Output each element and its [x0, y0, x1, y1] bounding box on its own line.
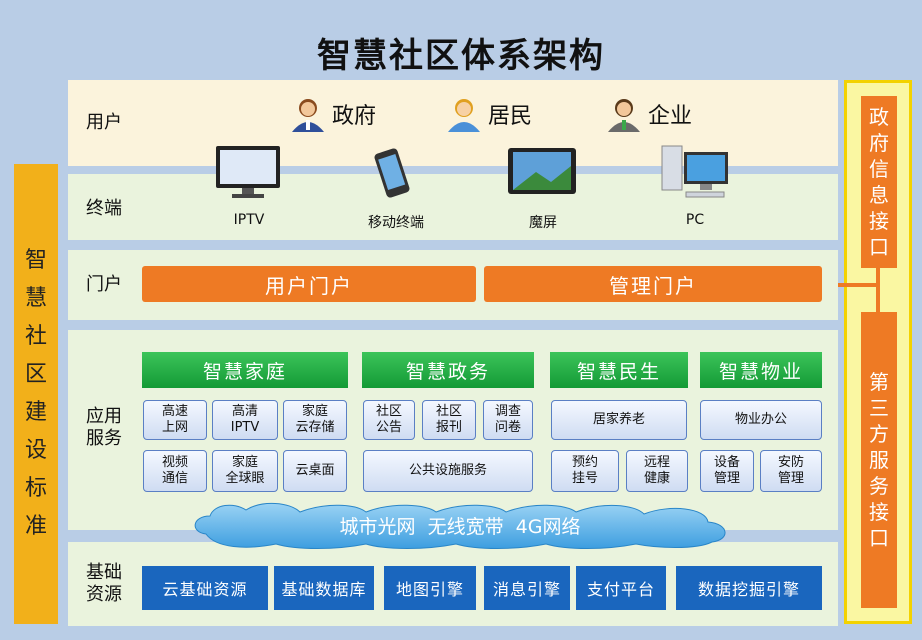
standard-char: 智 [24, 248, 47, 273]
row-label-portal: 门户 [86, 274, 122, 295]
person-icon [608, 99, 640, 132]
base-resource-box[interactable]: 基础数据库 [274, 566, 374, 610]
row-label-terminal: 终端 [86, 198, 122, 219]
person-icon [292, 99, 324, 132]
row-label-base: 基础 资源 [86, 562, 122, 605]
terminal-label: 移动终端 [368, 215, 424, 231]
service-box[interactable]: 家庭 全球眼 [212, 450, 278, 492]
terminal-label: PC [685, 212, 705, 228]
user-portal-button[interactable]: 用户门户 [142, 266, 476, 302]
category-smart-property: 智慧物业 [700, 352, 822, 388]
third-party-char: 口 [869, 526, 889, 550]
third-party-char: 三 [869, 396, 889, 420]
row-label-user: 用户 [86, 112, 122, 133]
standard-bar: 智 慧 社 区 建 设 标 准 [14, 164, 58, 624]
base-resource-box[interactable]: 数据挖掘引擎 [676, 566, 822, 610]
admin-portal-button[interactable]: 管理门户 [484, 266, 822, 302]
connector-line [822, 283, 878, 287]
network-label: 城市光网 无线宽带 4G网络 [339, 516, 581, 538]
gov-interface-char: 接 [869, 209, 889, 233]
gov-interface-char: 信 [869, 157, 889, 181]
base-resource-box[interactable]: 云基础资源 [142, 566, 268, 610]
standard-char: 准 [24, 514, 47, 539]
service-box[interactable]: 视频 通信 [143, 450, 207, 492]
standard-char: 社 [24, 324, 47, 349]
service-box[interactable]: 公共设施服务 [363, 450, 533, 492]
standard-char: 慧 [24, 286, 47, 311]
gov-interface-char: 政 [869, 105, 889, 129]
terminal-label: 魔屏 [529, 215, 557, 231]
gov-interface-char: 府 [869, 131, 889, 155]
third-party-char: 方 [869, 422, 889, 446]
service-box[interactable]: 安防 管理 [760, 450, 822, 492]
standard-char: 区 [24, 362, 47, 387]
category-smart-home: 智慧家庭 [142, 352, 348, 388]
base-resource-box[interactable]: 支付平台 [576, 566, 666, 610]
gov-interface-char: 息 [869, 183, 889, 207]
user-enterprise: 企业 [604, 96, 692, 140]
tablet-icon [508, 148, 576, 194]
page-title: 智慧社区体系架构 [317, 36, 605, 76]
connector-line [876, 268, 880, 312]
service-box[interactable]: 高清 IPTV [212, 400, 278, 440]
user-resident: 居民 [444, 96, 532, 140]
third-party-interface-box: 第 三 方 服 务 接 口 [861, 312, 897, 608]
user-band [68, 80, 838, 166]
service-box[interactable]: 设备 管理 [700, 450, 754, 492]
service-box[interactable]: 云桌面 [283, 450, 347, 492]
service-box[interactable]: 居家养老 [551, 400, 687, 440]
service-box[interactable]: 调查 问卷 [483, 400, 533, 440]
person-icon [448, 99, 480, 132]
pc-icon [661, 145, 728, 198]
row-label-app: 应用 服务 [86, 406, 122, 449]
service-box[interactable]: 社区 公告 [363, 400, 415, 440]
base-resource-box[interactable]: 消息引擎 [484, 566, 570, 610]
user-gov: 政府 [288, 96, 376, 140]
third-party-char: 第 [869, 370, 889, 394]
standard-char: 设 [24, 438, 47, 463]
third-party-char: 务 [869, 474, 889, 498]
terminal-label: IPTV [233, 212, 265, 228]
mobile-icon [374, 148, 410, 198]
category-smart-gov: 智慧政务 [362, 352, 534, 388]
third-party-char: 服 [869, 448, 889, 472]
tv-icon [216, 146, 280, 198]
standard-char: 建 [24, 400, 47, 425]
category-smart-life: 智慧民生 [550, 352, 688, 388]
gov-interface-char: 口 [869, 235, 889, 259]
base-resource-box[interactable]: 地图引擎 [384, 566, 476, 610]
service-box[interactable]: 家庭 云存储 [283, 400, 347, 440]
service-box[interactable]: 社区 报刊 [422, 400, 476, 440]
service-box[interactable]: 预约 挂号 [551, 450, 619, 492]
gov-interface-box: 政 府 信 息 接 口 [861, 96, 897, 268]
network-cloud-icon [194, 503, 726, 549]
standard-char: 标 [24, 476, 47, 501]
service-box[interactable]: 高速 上网 [143, 400, 207, 440]
service-box[interactable]: 远程 健康 [626, 450, 688, 492]
third-party-char: 接 [869, 500, 889, 524]
service-box[interactable]: 物业办公 [700, 400, 822, 440]
